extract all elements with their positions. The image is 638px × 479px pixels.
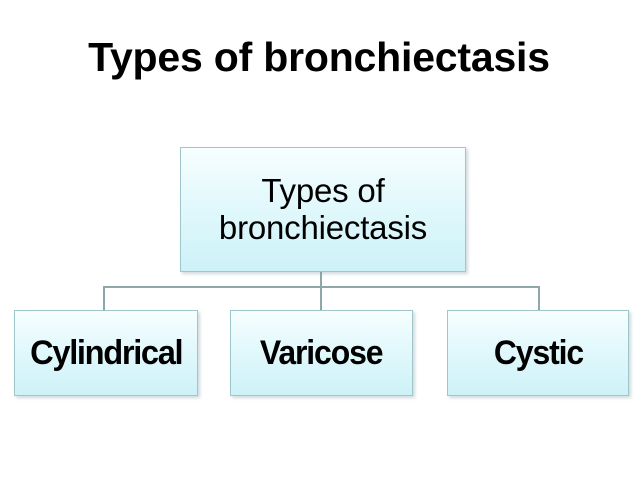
diagram-node-cystic-label: Cystic — [493, 334, 583, 372]
connector-drop-cylindrical — [103, 286, 105, 311]
diagram-node-root[interactable]: Types of bronchiectasis — [180, 147, 466, 272]
diagram-node-cystic[interactable]: Cystic — [447, 310, 629, 396]
diagram-node-cylindrical[interactable]: Cylindrical — [14, 310, 198, 396]
diagram-node-varicose[interactable]: Varicose — [230, 310, 413, 396]
diagram-node-cylindrical-label: Cylindrical — [29, 334, 183, 372]
connector-stem-root — [320, 272, 322, 288]
connector-drop-varicose — [320, 286, 322, 311]
diagram-node-root-label: Types of bronchiectasis — [218, 171, 428, 246]
page-title: Types of bronchiectasis — [88, 34, 550, 80]
connector-drop-cystic — [538, 286, 540, 311]
diagram-node-varicose-label: Varicose — [260, 334, 384, 372]
